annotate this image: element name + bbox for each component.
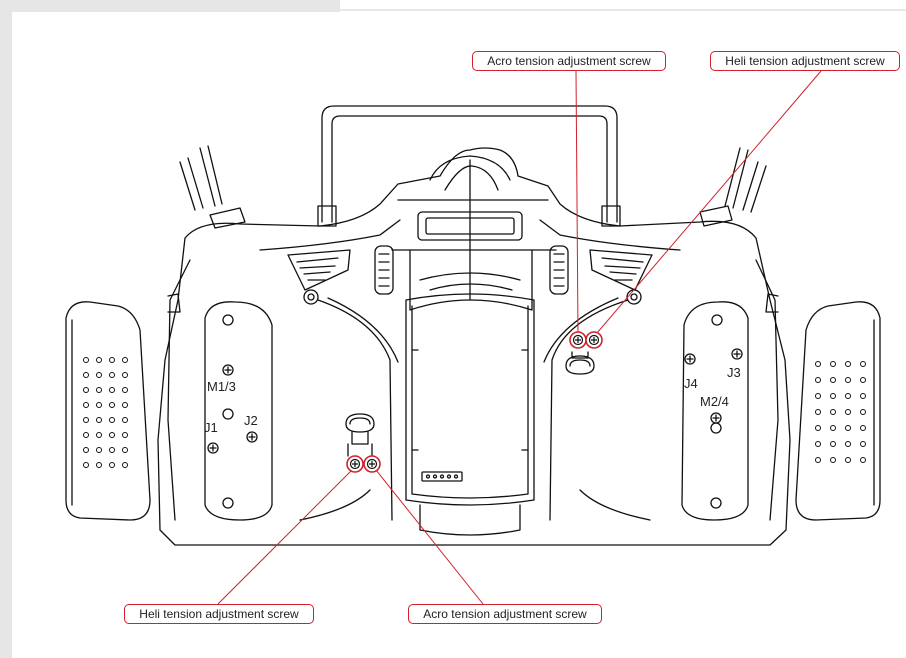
- right-side-grip: [765, 293, 881, 521]
- upper-tension-screws: [569, 331, 603, 349]
- right-gimbal-plate: [681, 301, 749, 521]
- leader-lines: [217, 70, 822, 605]
- right-grip-dots: [815, 361, 866, 463]
- left-gimbal-plate: [204, 301, 273, 521]
- screw-head-icon: [572, 334, 584, 346]
- screw-head-icon: [349, 458, 361, 470]
- screw-head-icon: [366, 458, 378, 470]
- label-j1: J1: [204, 420, 218, 435]
- transmitter-body: [157, 147, 791, 546]
- lower-screw-assembly: [345, 413, 375, 457]
- callout-heli-top: Heli tension adjustment screw: [710, 51, 900, 71]
- left-vents: [287, 245, 394, 295]
- left-side-grip: [65, 293, 181, 521]
- label-j2: J2: [244, 413, 258, 428]
- carry-handle: [317, 105, 621, 227]
- callout-acro-top: Acro tension adjustment screw: [472, 51, 666, 71]
- label-m24: M2/4: [700, 394, 729, 409]
- upper-screw-assembly: [565, 351, 595, 375]
- label-j3: J3: [727, 365, 741, 380]
- screw-head-icon: [588, 334, 600, 346]
- right-vents: [549, 245, 653, 295]
- label-m13: M1/3: [207, 379, 236, 394]
- callout-heli-bottom: Heli tension adjustment screw: [124, 604, 314, 624]
- label-j4: J4: [684, 376, 698, 391]
- left-grip-dots: [83, 357, 128, 468]
- lower-tension-screws: [346, 455, 381, 473]
- callout-acro-bottom: Acro tension adjustment screw: [408, 604, 602, 624]
